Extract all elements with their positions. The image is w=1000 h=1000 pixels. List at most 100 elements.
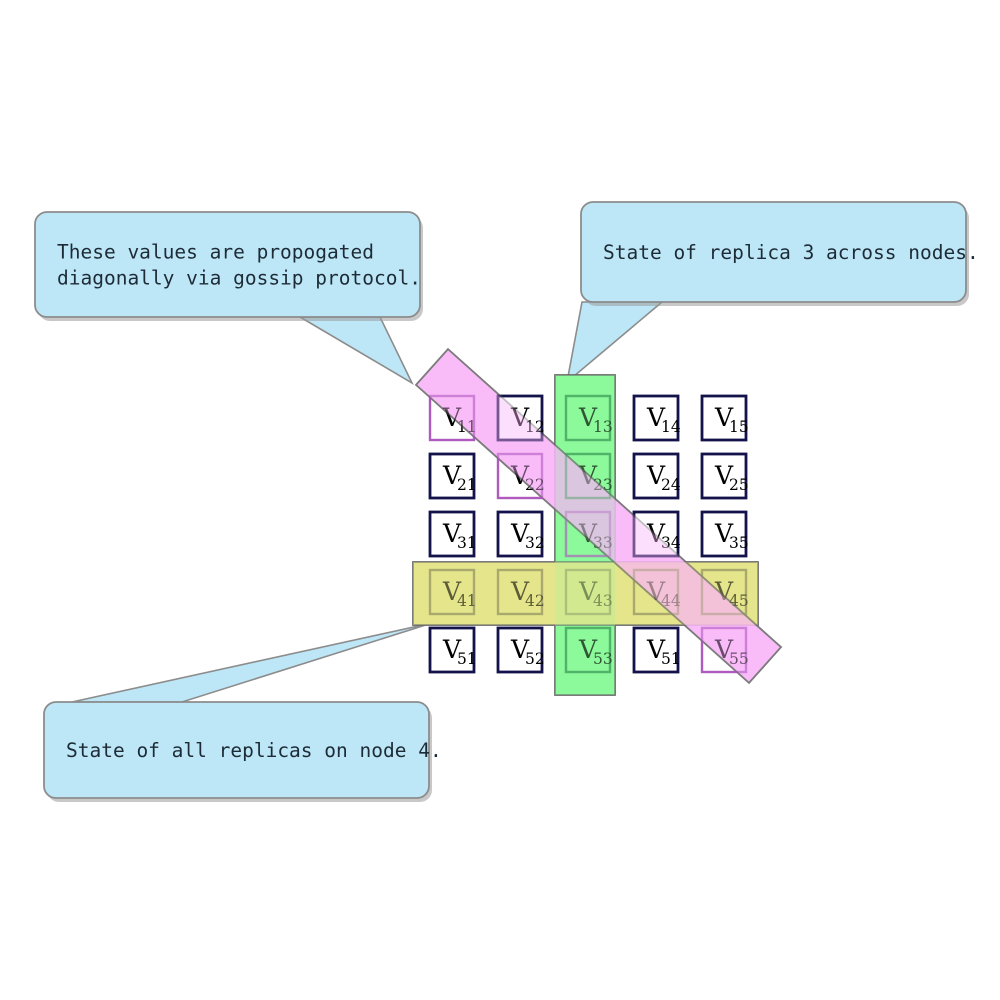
cell-box[interactable] [564, 626, 612, 674]
cell-subscript: 35 [729, 534, 749, 552]
cell-box[interactable] [428, 510, 476, 558]
cell-box[interactable] [428, 452, 476, 500]
cell-symbol: V [578, 519, 598, 548]
cell-box[interactable] [428, 394, 476, 442]
cell-symbol: V [646, 519, 666, 548]
cell-symbol: V [442, 577, 462, 606]
cell-symbol: V [510, 461, 530, 490]
cell-subscript: 33 [593, 534, 613, 552]
cell-subscript: 55 [729, 650, 749, 668]
cell-subscript: 25 [729, 476, 749, 494]
cell-box[interactable] [564, 568, 612, 616]
node-row-callout-line-0: State of all replicas on node 4. [66, 739, 442, 762]
grid-cell-V13[interactable]: V13 [564, 394, 613, 442]
grid-cell-V15[interactable]: V15 [700, 394, 749, 442]
cell-box[interactable] [700, 394, 748, 442]
cell-box[interactable] [632, 568, 680, 616]
gossip-callout-line-0: These values are propogated [57, 241, 374, 264]
cell-symbol: V [510, 577, 530, 606]
cell-box[interactable] [700, 568, 748, 616]
cell-subscript: 21 [457, 476, 477, 494]
cell-subscript: 51 [457, 650, 477, 668]
cell-symbol: V [714, 403, 734, 432]
cell-symbol: V [646, 577, 666, 606]
cell-subscript: 34 [661, 534, 681, 552]
grid-cell-V14[interactable]: V14 [632, 394, 681, 442]
grid-cell-V24[interactable]: V24 [632, 452, 681, 500]
cell-subscript: 32 [525, 534, 545, 552]
grid-cell-V34[interactable]: V34 [632, 510, 681, 558]
cell-symbol: V [646, 403, 666, 432]
grid-cell-V43[interactable]: V43 [564, 568, 613, 616]
cell-symbol: V [578, 635, 598, 664]
cell-box[interactable] [632, 510, 680, 558]
cell-box[interactable] [700, 452, 748, 500]
cell-subscript: 43 [593, 592, 613, 610]
cell-box[interactable] [496, 394, 544, 442]
cell-box[interactable] [428, 626, 476, 674]
node-row-callout-tail [71, 622, 433, 703]
cell-box[interactable] [496, 452, 544, 500]
cell-symbol: V [510, 403, 530, 432]
grid-cell-V42[interactable]: V42 [496, 568, 545, 616]
cell-symbol: V [510, 635, 530, 664]
cell-subscript: 45 [729, 592, 749, 610]
grid-cell-V25[interactable]: V25 [700, 452, 749, 500]
cell-subscript: 13 [593, 418, 613, 436]
grid-cell-V23[interactable]: V23 [564, 452, 613, 500]
grid-cell-V33[interactable]: V33 [564, 510, 613, 558]
cell-symbol: V [578, 577, 598, 606]
cell-symbol: V [442, 635, 462, 664]
grid-cell-V32[interactable]: V32 [496, 510, 545, 558]
cell-box[interactable] [564, 510, 612, 558]
grid-cell-V41[interactable]: V41 [428, 568, 477, 616]
cell-box[interactable] [564, 452, 612, 500]
grid-cell-V12[interactable]: V12 [496, 394, 545, 442]
grid-cell-V44[interactable]: V44 [632, 568, 681, 616]
grid-cell-V53[interactable]: V53 [564, 626, 613, 674]
grid-cell-V52[interactable]: V52 [496, 626, 545, 674]
cell-subscript: 52 [525, 650, 545, 668]
cell-box[interactable] [700, 510, 748, 558]
cell-box[interactable] [496, 568, 544, 616]
cell-box[interactable] [632, 394, 680, 442]
gossip-callout-line-1: diagonally via gossip protocol. [57, 267, 421, 290]
cell-box[interactable] [632, 452, 680, 500]
cell-symbol: V [714, 577, 734, 606]
grid-cell-V45[interactable]: V45 [700, 568, 749, 616]
grid-cell-V55[interactable]: V55 [700, 626, 749, 674]
cell-box[interactable] [496, 510, 544, 558]
cell-box[interactable] [564, 394, 612, 442]
replica-column-callout-box[interactable] [580, 201, 967, 303]
cell-subscript: 42 [525, 592, 545, 610]
cell-symbol: V [646, 635, 666, 664]
cell-subscript: 11 [457, 418, 477, 436]
node-row-callout-box[interactable] [43, 701, 430, 799]
grid-cell-V51[interactable]: V51 [428, 626, 477, 674]
grid-cell-V51[interactable]: V51 [632, 626, 681, 674]
cell-subscript: 23 [593, 476, 613, 494]
cell-subscript: 44 [661, 592, 681, 610]
cell-symbol: V [714, 461, 734, 490]
cell-symbol: V [578, 461, 598, 490]
grid-cell-V21[interactable]: V21 [428, 452, 477, 500]
gossip-callout-tail [297, 316, 414, 386]
cell-subscript: 12 [525, 418, 545, 436]
cell-symbol: V [646, 461, 666, 490]
grid-cell-V22[interactable]: V22 [496, 452, 545, 500]
callouts-layer: These values are propogated diagonally vi… [34, 201, 979, 802]
cell-box[interactable] [700, 626, 748, 674]
grid-cell-V11[interactable]: V11 [428, 394, 477, 442]
replica-column-callout: State of replica 3 across nodes. [565, 201, 979, 385]
cell-symbol: V [578, 403, 598, 432]
grid-cell-V35[interactable]: V35 [700, 510, 749, 558]
cell-box[interactable] [428, 568, 476, 616]
cell-symbol: V [510, 519, 530, 548]
grid-cell-V31[interactable]: V31 [428, 510, 477, 558]
cell-box[interactable] [496, 626, 544, 674]
cell-box[interactable] [632, 626, 680, 674]
gossip-callout-box[interactable] [34, 211, 421, 318]
